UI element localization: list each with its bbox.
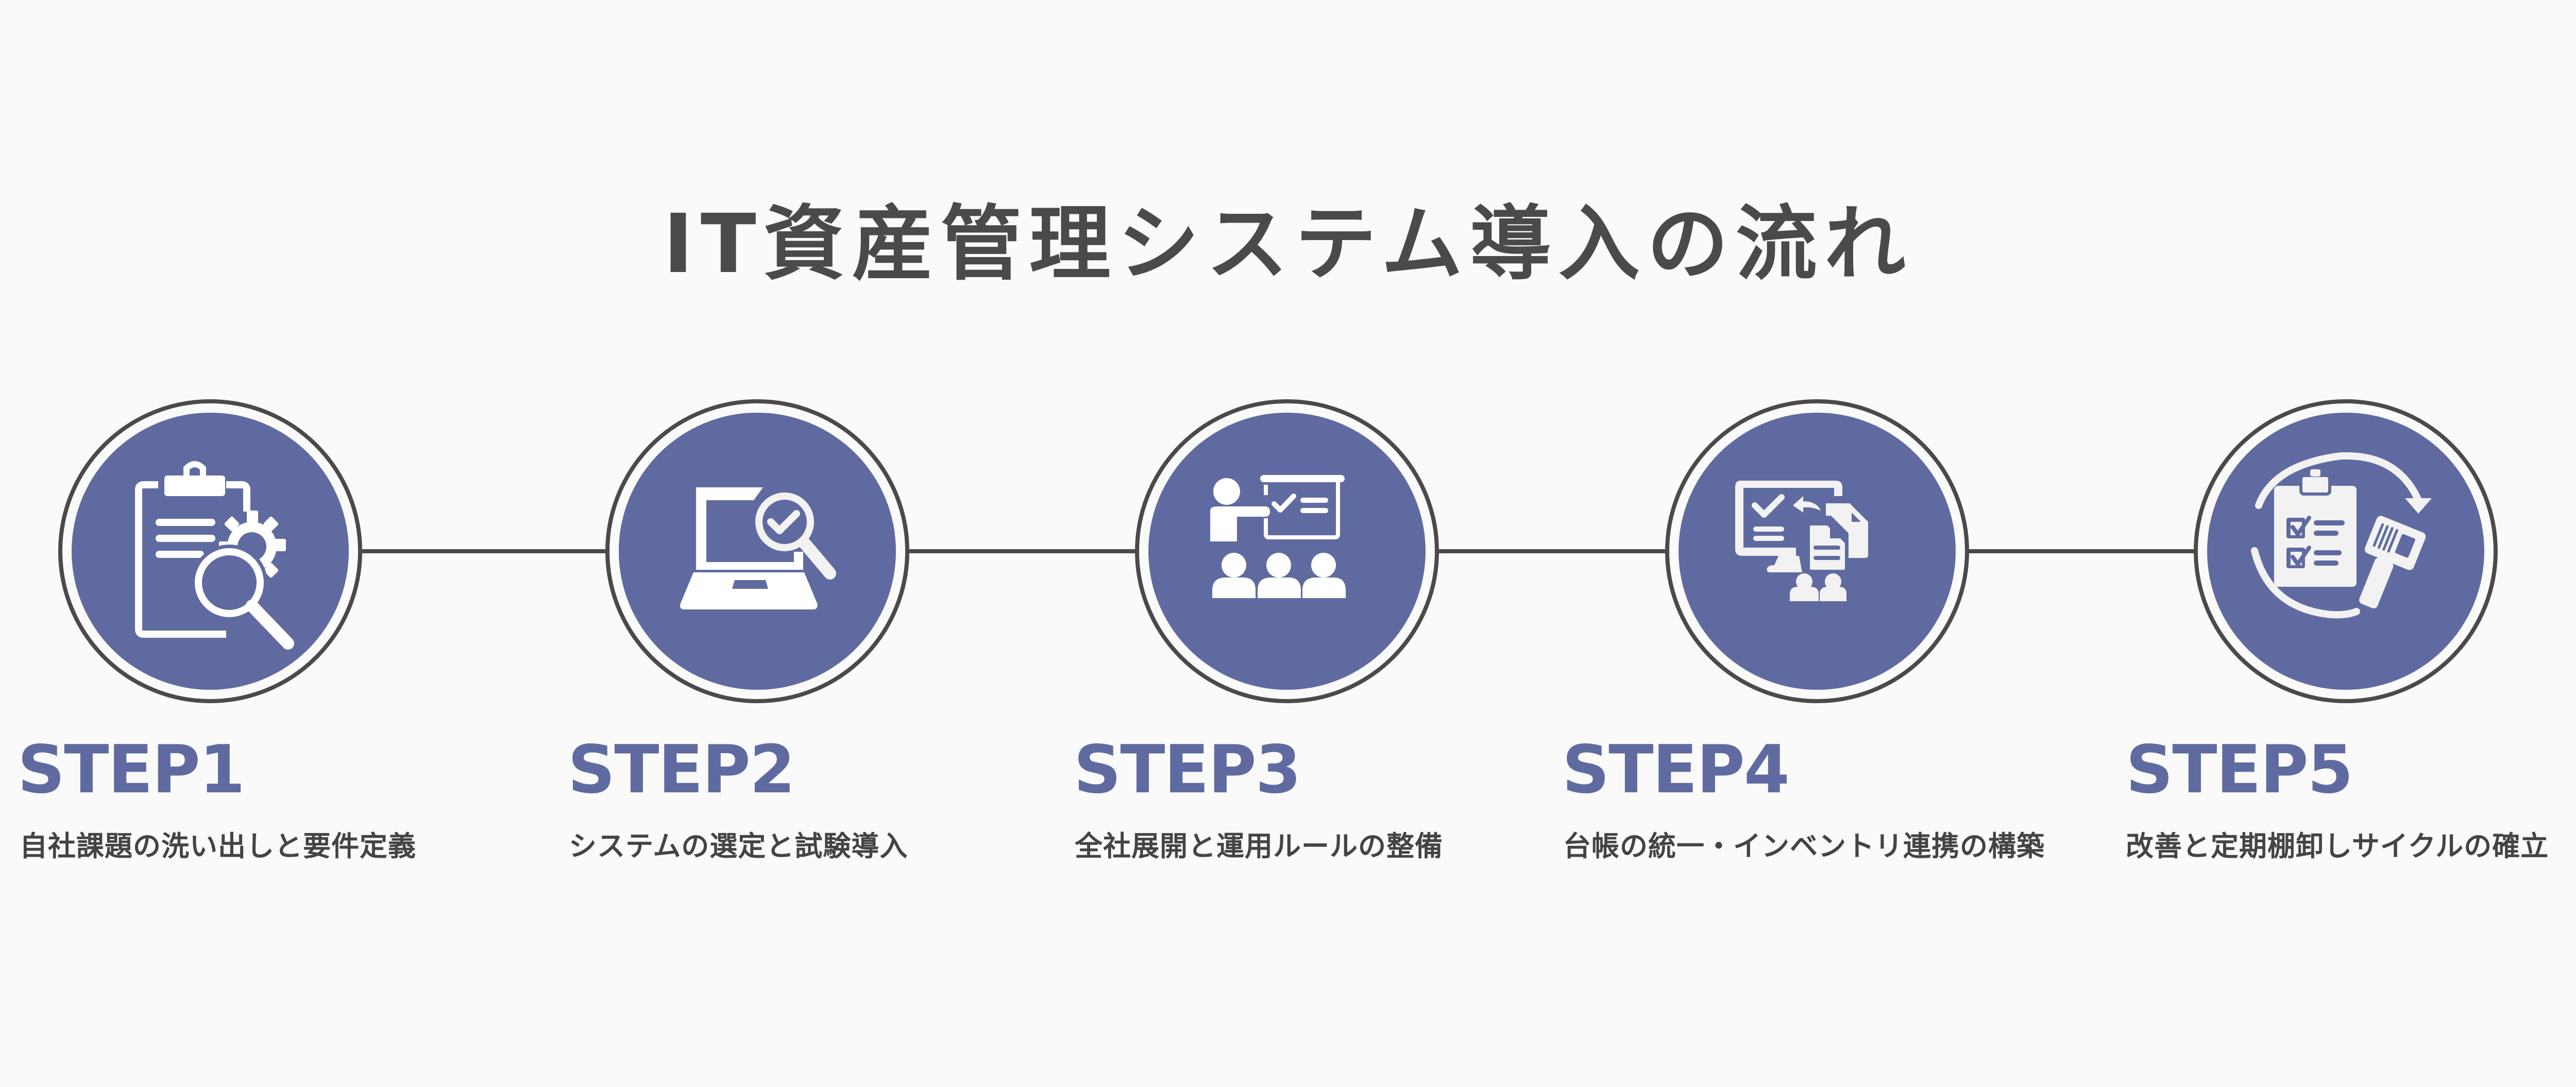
step-5-label: STEP5 xyxy=(2126,732,2353,808)
checklist-barcode-scanner-cycle-icon xyxy=(2251,452,2432,619)
step-2-circle xyxy=(605,399,909,703)
step-3-circle xyxy=(1135,399,1439,703)
page-title: IT資産管理システム導入の流れ xyxy=(663,196,1913,292)
connector-line-3-4 xyxy=(1437,549,1666,553)
step-4-label: STEP4 xyxy=(1562,732,1790,808)
presentation-audience-icon xyxy=(1210,475,1346,598)
step-3-label: STEP3 xyxy=(1074,732,1301,808)
step-3-description: 全社展開と運用ルールの整備 xyxy=(1075,830,1443,862)
connector-line-1-2 xyxy=(362,549,605,553)
step-1-description: 自社課題の洗い出しと要件定義 xyxy=(20,830,416,862)
step-5-description: 改善と定期棚卸しサイクルの確立 xyxy=(2126,830,2549,862)
laptop-magnifier-check-icon xyxy=(680,487,836,609)
step-4-circle xyxy=(1665,399,1969,703)
clipboard-gear-magnifier-icon xyxy=(135,461,294,650)
step-1-circle xyxy=(58,399,362,703)
step-4-description: 台帳の統一・インベントリ連携の構築 xyxy=(1563,830,2045,862)
monitor-documents-sync-icon xyxy=(1735,481,1868,601)
connector-line-4-5 xyxy=(1968,549,2195,553)
step-2-description: システムの選定と試験導入 xyxy=(569,830,908,862)
connector-line-2-3 xyxy=(909,549,1136,553)
step-2-label: STEP2 xyxy=(568,732,795,808)
step-5-circle xyxy=(2194,399,2498,703)
step-1-label: STEP1 xyxy=(18,732,245,808)
